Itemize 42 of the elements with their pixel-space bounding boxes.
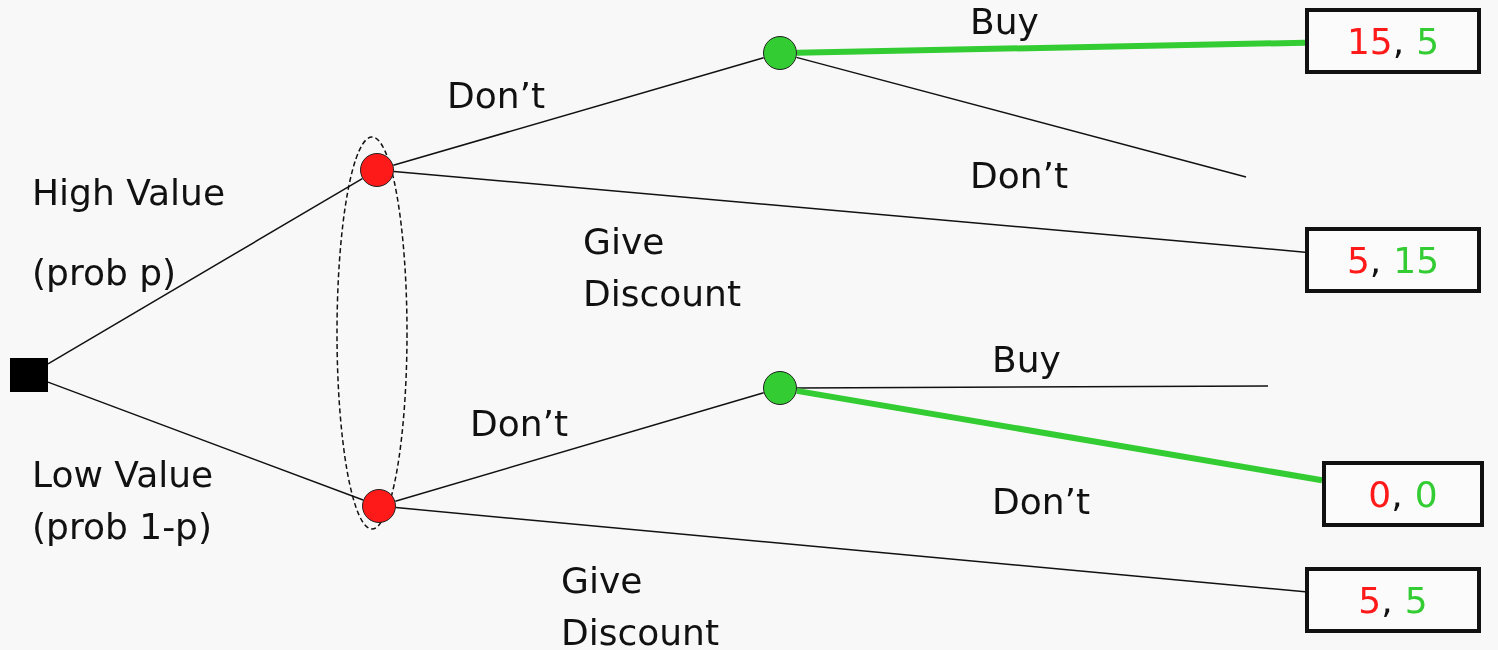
edge-label: Buy bbox=[970, 0, 1040, 44]
tree-branch bbox=[47, 177, 364, 365]
tree-branch bbox=[392, 57, 765, 166]
edge-label: Don’t bbox=[970, 154, 1070, 198]
tree-branch bbox=[796, 39, 1306, 56]
decision-node bbox=[763, 371, 797, 405]
edge-label: Low Value (prob 1-p) bbox=[32, 453, 215, 549]
edge-label: Don’t bbox=[447, 74, 547, 118]
edge-label: Buy bbox=[992, 338, 1062, 382]
edge-label: Give Discount bbox=[561, 559, 721, 650]
payoff-box bbox=[1305, 227, 1481, 293]
edge-label: Don’t bbox=[992, 480, 1092, 524]
edge-label: Give Discount bbox=[583, 220, 743, 316]
payoff-value: 0 bbox=[1414, 473, 1438, 515]
payoff-value: 5 bbox=[1346, 239, 1370, 281]
tree-branch bbox=[796, 387, 1323, 484]
payoff-value: 5 bbox=[1416, 20, 1440, 62]
payoff-box bbox=[1305, 8, 1481, 74]
tree-branch bbox=[795, 56, 1247, 178]
payoff-box bbox=[1322, 461, 1484, 527]
start-node bbox=[10, 358, 48, 392]
payoff-value: 5 bbox=[1358, 579, 1382, 621]
tree-branch bbox=[394, 392, 765, 502]
edge-label: Don’t bbox=[470, 402, 570, 446]
decision-node bbox=[763, 36, 797, 70]
payoff-separator: , bbox=[1392, 20, 1405, 62]
information-set-ellipse bbox=[336, 136, 408, 530]
tree-branch bbox=[47, 381, 364, 501]
tree-branch bbox=[393, 170, 1306, 253]
edge-label: High Value (prob p) bbox=[32, 171, 227, 295]
payoff-value: 0 bbox=[1368, 473, 1392, 515]
tree-branch bbox=[395, 506, 1306, 593]
payoff-separator: , bbox=[1381, 579, 1393, 621]
payoff-value: 15 bbox=[1393, 239, 1440, 281]
payoff-box bbox=[1305, 567, 1481, 633]
tree-branch bbox=[796, 385, 1269, 389]
payoff-value: 15 bbox=[1346, 20, 1393, 62]
payoff-separator: , bbox=[1391, 473, 1403, 515]
payoff-separator: , bbox=[1369, 239, 1382, 281]
decision-node bbox=[360, 153, 394, 187]
payoff-value: 5 bbox=[1404, 579, 1428, 621]
decision-node bbox=[362, 489, 396, 523]
